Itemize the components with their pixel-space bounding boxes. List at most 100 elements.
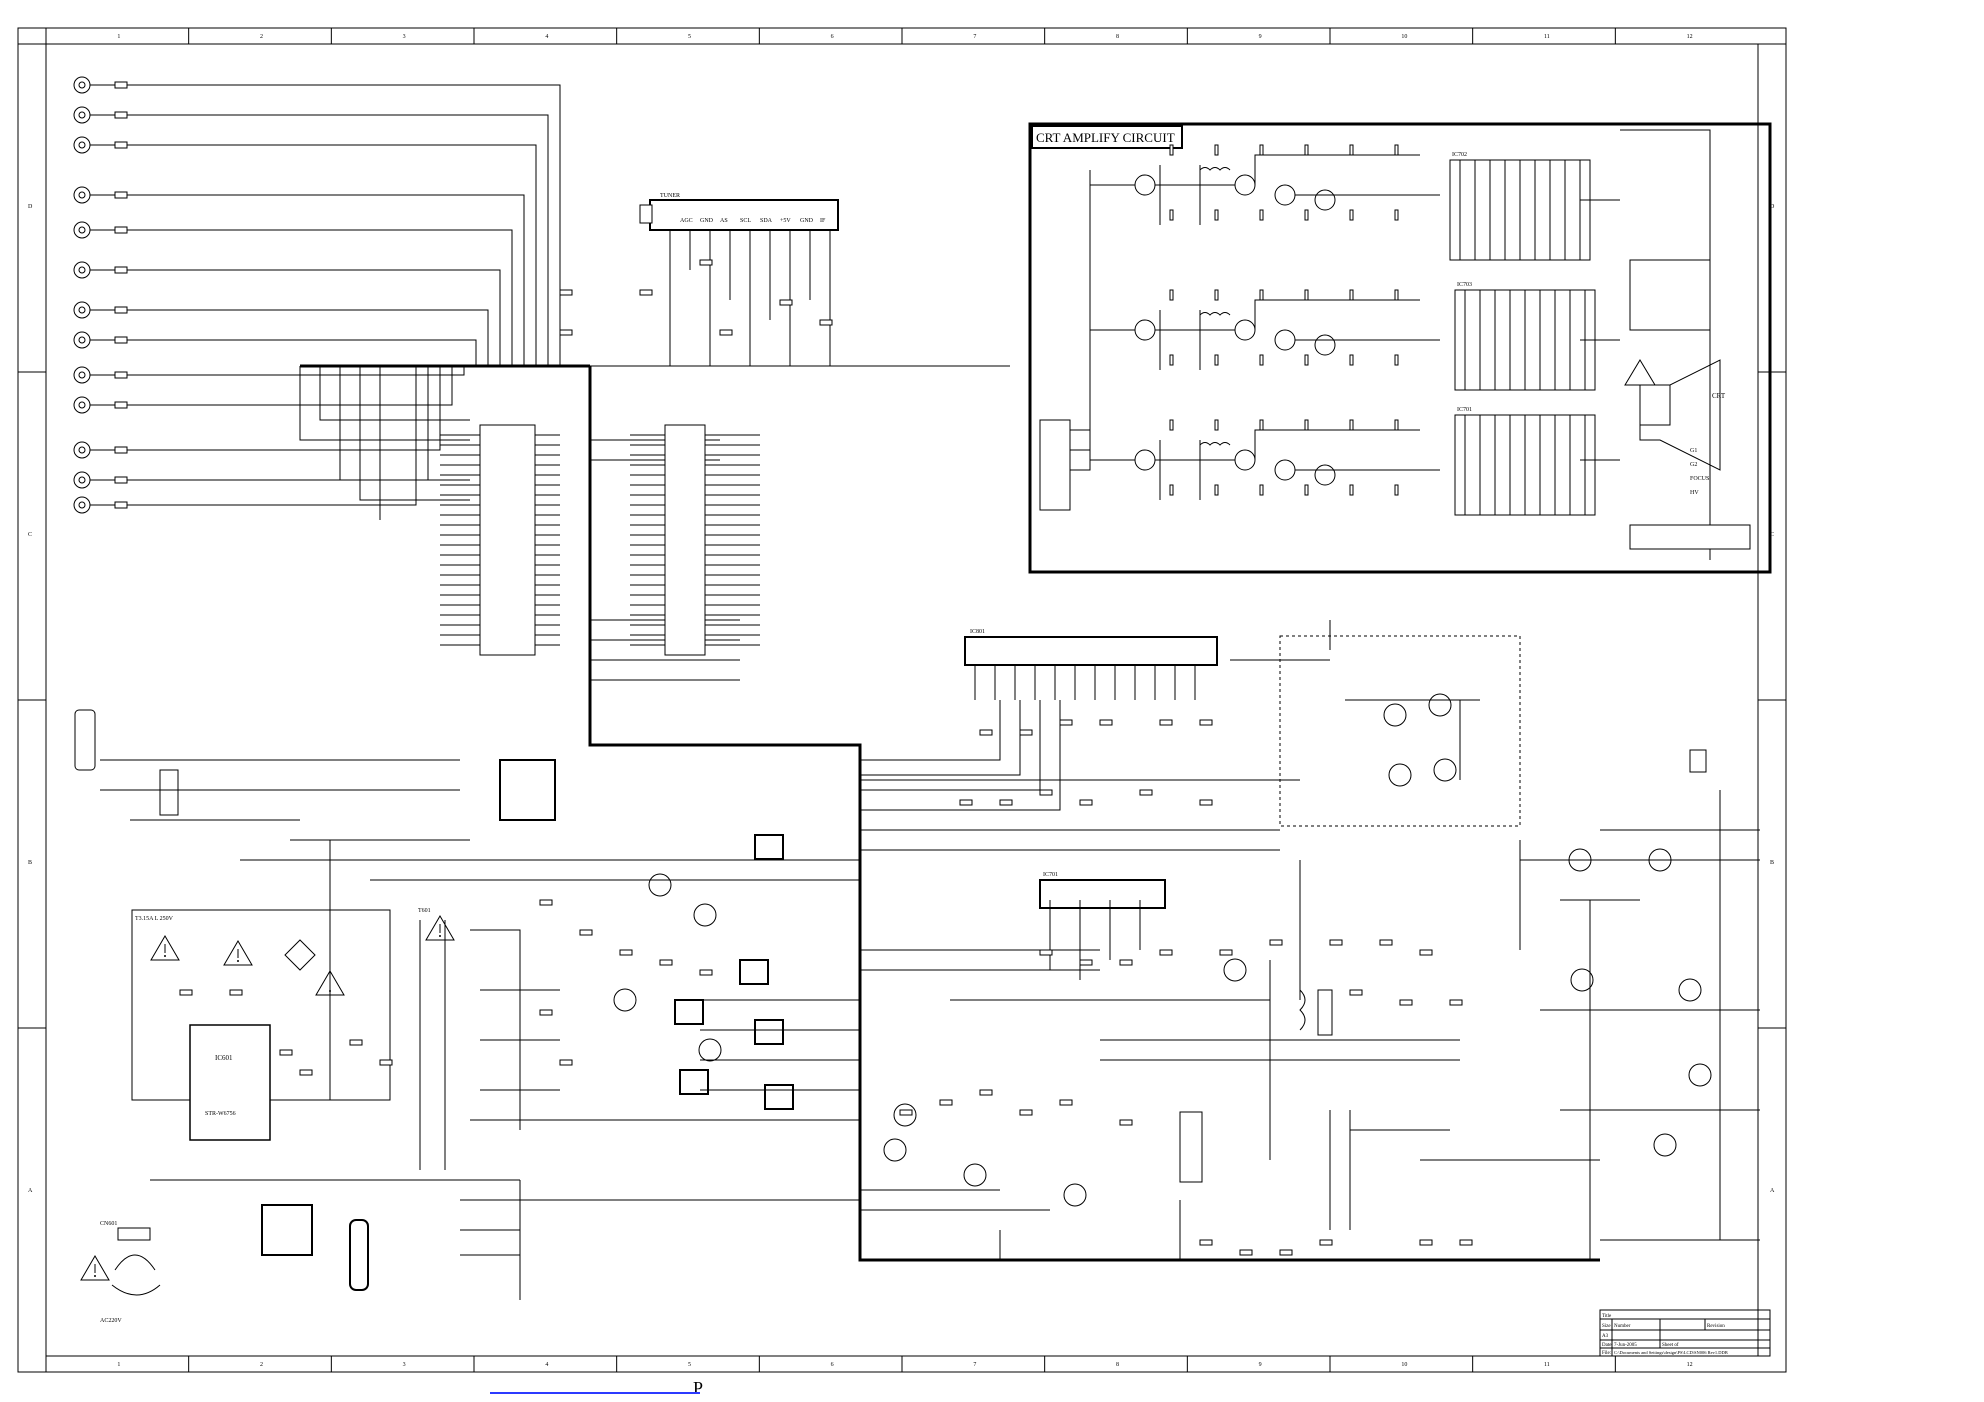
rca-jack-icon [73, 471, 91, 489]
crt-side-focus: FOCUS [1690, 476, 1709, 482]
transistor-icon [1134, 174, 1156, 196]
transistor-icon [1234, 174, 1256, 196]
column-label: 9 [1259, 1362, 1262, 1368]
transistor-icon [613, 988, 637, 1012]
component-icon [1119, 1119, 1133, 1126]
tb-file-label: File: [1602, 1351, 1611, 1356]
component-icon [559, 1059, 573, 1066]
column-label: 3 [403, 1362, 406, 1368]
rca-jack-icon [73, 396, 91, 414]
crt-tube: CRT G1 G2 FOCUS HV [1629, 359, 1751, 550]
column-label: 5 [688, 1362, 691, 1368]
column-label: 11 [1544, 1362, 1550, 1368]
row-label: B [1770, 860, 1774, 866]
row-label: C [1770, 532, 1774, 538]
tuner-label: TUNER [660, 193, 680, 199]
component-icon [999, 799, 1013, 806]
component-icon [1199, 799, 1213, 806]
crt-side-crt: CRT [1712, 392, 1726, 400]
transistor-icon [698, 1038, 722, 1062]
regulators [613, 834, 1247, 1207]
crt-side-hv: HV [1690, 490, 1699, 496]
rca-jack-icon [73, 221, 91, 239]
ac-input-label: AC220V [100, 1318, 122, 1324]
transistor-icon [1570, 968, 1594, 992]
crt-side-g1: G1 [1690, 448, 1697, 454]
row-label: D [28, 204, 33, 210]
column-label: 4 [545, 1362, 548, 1368]
component-icon [349, 1039, 363, 1046]
column-label: 11 [1544, 34, 1550, 40]
component-icon [1119, 959, 1133, 966]
component-icon [959, 799, 973, 806]
ic701-label: IC701 [1043, 872, 1058, 878]
bottom-link-bar[interactable] [490, 1392, 700, 1394]
component-icon [1059, 719, 1073, 726]
component-icon [1459, 1239, 1473, 1246]
transistor-icon [1388, 763, 1412, 787]
transistor-icon [1688, 1063, 1712, 1087]
transistor-icon [1234, 319, 1256, 341]
inner-frame [45, 43, 1759, 1357]
component-icon [619, 949, 633, 956]
tb-date-label: Date: [1602, 1343, 1613, 1348]
rca-jack-icon [73, 136, 91, 154]
component-icon [539, 1009, 553, 1016]
component-icon [979, 729, 993, 736]
cn-decoder-connector [74, 424, 760, 821]
column-label: 1 [117, 34, 120, 40]
component-icon [1139, 789, 1153, 796]
transistor-icon [1314, 189, 1336, 211]
crt-section-title: CRT AMPLIFY CIRCUIT [1036, 130, 1175, 145]
component-icon [1079, 799, 1093, 806]
transistor-icon [1433, 758, 1457, 782]
rca-jack-icon [73, 331, 91, 349]
fuse-label: T3.15A L 250V [135, 916, 174, 922]
crt-ic-label: IC703 [1457, 282, 1472, 288]
transistor-icon [1134, 449, 1156, 471]
component-icon [1449, 999, 1463, 1006]
component-icon [539, 899, 553, 906]
ic701-block: IC701 [1039, 872, 1166, 909]
component-icon [1079, 959, 1093, 966]
transistor-icon [1653, 1133, 1677, 1157]
socket-label: CN601 [100, 1221, 117, 1227]
row-label: C [28, 532, 32, 538]
transistor-icon [1428, 693, 1452, 717]
component-icon [1279, 1249, 1293, 1256]
transistor-icon [883, 1138, 907, 1162]
component-icon [1039, 949, 1053, 956]
column-label: 3 [403, 34, 406, 40]
tb-size: Size [1602, 1324, 1611, 1329]
component-icon [939, 1099, 953, 1106]
svg-text:AS: AS [720, 218, 728, 224]
component-icon [1419, 1239, 1433, 1246]
column-label: 7 [973, 1362, 976, 1368]
tb-number: Number [1614, 1324, 1631, 1329]
rca-jack-icon [73, 261, 91, 279]
svg-text:GND: GND [800, 218, 814, 224]
transistor-icon [893, 1103, 917, 1127]
component-icon [1159, 719, 1173, 726]
component-icon [299, 1069, 313, 1076]
svg-text:GND: GND [700, 218, 714, 224]
warning-icon [150, 935, 180, 961]
component-icon [979, 1089, 993, 1096]
ic801-block: IC801 [860, 629, 1218, 811]
component-icon [1019, 729, 1033, 736]
component-icon [179, 989, 193, 996]
component-icon [719, 329, 733, 336]
component-icon [1329, 939, 1343, 946]
ic801-label: IC801 [970, 629, 985, 635]
transformer-label: T601 [418, 908, 431, 914]
component-icon [1219, 949, 1233, 956]
column-label: 6 [831, 1362, 834, 1368]
column-label: 2 [260, 34, 263, 40]
component-icon [659, 959, 673, 966]
right-lower-circuit [1317, 693, 1760, 1260]
component-icon [1419, 949, 1433, 956]
dashed-sub-board [1279, 635, 1521, 827]
column-label: 10 [1401, 34, 1407, 40]
